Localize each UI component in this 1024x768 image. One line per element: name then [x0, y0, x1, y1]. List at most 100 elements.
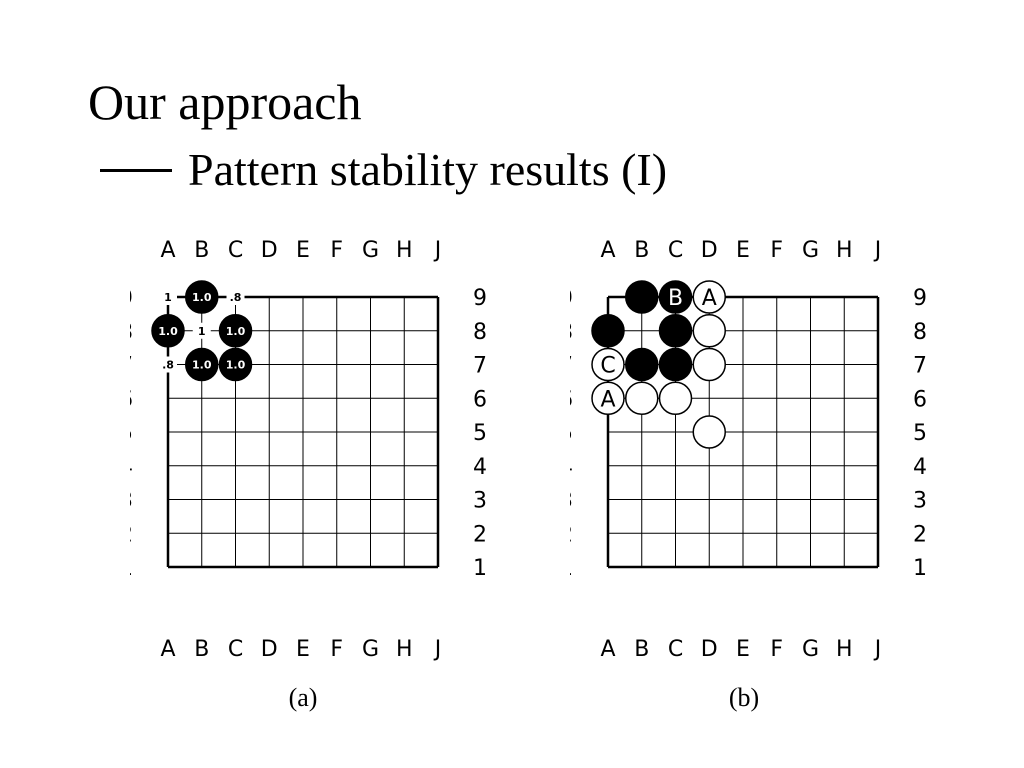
white-stone: A — [692, 280, 726, 314]
black-stone: 1.0 — [151, 314, 185, 348]
row-label-right: 3 — [913, 489, 927, 514]
stone-circle — [151, 314, 185, 348]
go-board-a: AABBCCDDEEFFGGHHJJ1122334455667788991.81… — [130, 238, 487, 662]
col-label-bottom: G — [362, 637, 379, 662]
row-label-right: 8 — [913, 320, 927, 345]
row-label-left: 8 — [570, 320, 573, 345]
white-stone — [692, 347, 726, 382]
row-label-left: 6 — [130, 387, 133, 412]
stone-circle — [692, 347, 726, 382]
col-label-bottom: E — [296, 637, 310, 662]
row-label-left: 1 — [130, 556, 133, 581]
board-grid — [166, 295, 440, 569]
col-label-top: G — [802, 238, 819, 263]
row-label-right: 1 — [913, 556, 927, 581]
black-stone: B — [658, 280, 693, 314]
col-label-bottom: B — [634, 637, 649, 662]
stone-circle — [218, 347, 253, 382]
col-label-top: H — [396, 238, 413, 263]
row-label-right: 4 — [913, 455, 927, 480]
col-label-bottom: B — [194, 637, 209, 662]
row-label-left: 7 — [570, 354, 573, 379]
col-label-top: D — [701, 238, 718, 263]
row-label-right: 4 — [473, 455, 487, 480]
row-label-left: 7 — [130, 354, 133, 379]
stone-label: 1.0 — [226, 359, 246, 372]
col-label-bottom: G — [802, 637, 819, 662]
stone-circle — [658, 347, 693, 382]
row-label-right: 9 — [913, 286, 927, 311]
row-label-right: 2 — [913, 522, 927, 547]
stone-circle — [625, 381, 659, 415]
col-label-top: C — [228, 238, 243, 263]
col-label-bottom: H — [396, 637, 413, 662]
row-label-left: 4 — [130, 455, 133, 480]
point-label-bg — [159, 356, 177, 373]
slide-subtitle-line: Pattern stability results (I) — [100, 142, 667, 198]
col-label-bottom: A — [600, 637, 615, 662]
point-label-bg — [192, 322, 211, 339]
white-stone — [692, 415, 726, 449]
black-stone — [658, 314, 693, 348]
board-grid — [606, 295, 880, 569]
stone-label: A — [600, 387, 615, 412]
black-stone — [625, 347, 659, 382]
white-stone — [692, 314, 726, 348]
col-label-top: A — [600, 238, 615, 263]
col-label-top: J — [433, 238, 442, 263]
col-label-top: B — [194, 238, 209, 263]
stone-label: 1.0 — [226, 325, 246, 338]
col-label-top: E — [296, 238, 310, 263]
row-label-right: 9 — [473, 286, 487, 311]
col-label-top: E — [736, 238, 750, 263]
row-label-right: 7 — [473, 354, 487, 379]
stone-circle — [658, 381, 693, 415]
point-value-label: 1 — [164, 291, 172, 304]
row-label-right: 5 — [473, 421, 487, 446]
row-label-right: 2 — [473, 522, 487, 547]
stone-label: B — [668, 286, 683, 311]
white-stone — [658, 381, 693, 415]
row-label-left: 9 — [130, 286, 133, 311]
row-label-right: 6 — [913, 387, 927, 412]
col-label-bottom: J — [433, 637, 442, 662]
black-stone — [625, 280, 659, 314]
stone-circle — [185, 280, 219, 314]
slide-title: Our approach — [88, 74, 362, 130]
row-label-left: 9 — [570, 286, 573, 311]
col-label-bottom: D — [701, 637, 718, 662]
row-label-left: 1 — [570, 556, 573, 581]
point-value-label: .8 — [230, 291, 242, 304]
point-value-label: 1 — [198, 325, 206, 338]
white-stone: A — [591, 381, 625, 415]
stone-circle — [692, 415, 726, 449]
row-label-left: 5 — [130, 421, 133, 446]
row-label-right: 7 — [913, 354, 927, 379]
col-label-bottom: D — [261, 637, 278, 662]
col-label-top: F — [770, 238, 783, 263]
col-label-bottom: F — [770, 637, 783, 662]
col-label-top: B — [634, 238, 649, 263]
point-value-label: .8 — [162, 359, 174, 372]
row-label-left: 2 — [570, 522, 573, 547]
stone-circle — [591, 347, 625, 382]
stone-label: 1.0 — [158, 325, 178, 338]
row-label-left: 4 — [570, 455, 573, 480]
row-label-right: 3 — [473, 489, 487, 514]
row-label-left: 8 — [130, 320, 133, 345]
black-stone: 1.0 — [218, 314, 253, 348]
slide-subtitle: Pattern stability results (I) — [188, 144, 668, 195]
stone-label: A — [702, 286, 717, 311]
row-label-right: 1 — [473, 556, 487, 581]
black-stone — [591, 314, 625, 348]
black-stone: 1.0 — [185, 347, 219, 382]
col-label-top: G — [362, 238, 379, 263]
board-b-caption: (b) — [728, 683, 760, 712]
row-label-left: 5 — [570, 421, 573, 446]
col-label-top: C — [668, 238, 683, 263]
row-label-right: 8 — [473, 320, 487, 345]
row-label-left: 6 — [570, 387, 573, 412]
stone-circle — [658, 314, 693, 348]
col-label-top: J — [873, 238, 882, 263]
row-label-left: 2 — [130, 522, 133, 547]
